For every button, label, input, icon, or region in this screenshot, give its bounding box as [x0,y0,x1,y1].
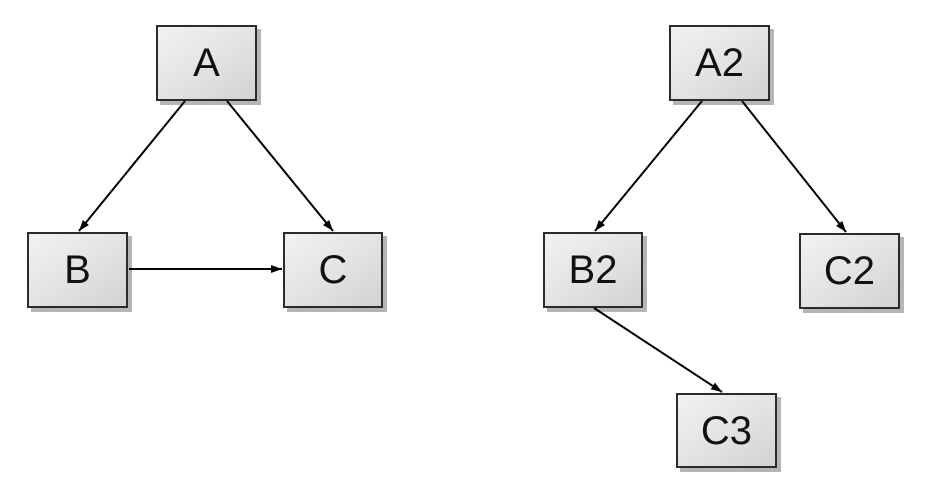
node-label-A2: A2 [695,41,744,85]
node-label-C: C [318,248,348,292]
edge-B2-C3 [593,307,723,393]
edges-group [78,100,847,393]
edge-A-C [226,100,334,232]
node-label-C2: C2 [823,249,876,293]
node-A2[interactable]: A2 [669,25,770,101]
node-C[interactable]: C [283,232,383,308]
node-B2[interactable]: B2 [543,232,643,308]
node-label-B: B [64,248,91,292]
node-label-A: A [193,41,220,85]
node-C2[interactable]: C2 [799,233,900,309]
node-label-B2: B2 [568,248,618,292]
node-B[interactable]: B [27,232,128,308]
edge-A2-C2 [741,100,847,233]
node-label-C3: C3 [700,408,753,453]
node-A[interactable]: A [156,25,257,101]
node-C3[interactable]: C3 [676,393,777,468]
edge-A-B [78,100,186,232]
edge-A2-B2 [594,100,703,232]
